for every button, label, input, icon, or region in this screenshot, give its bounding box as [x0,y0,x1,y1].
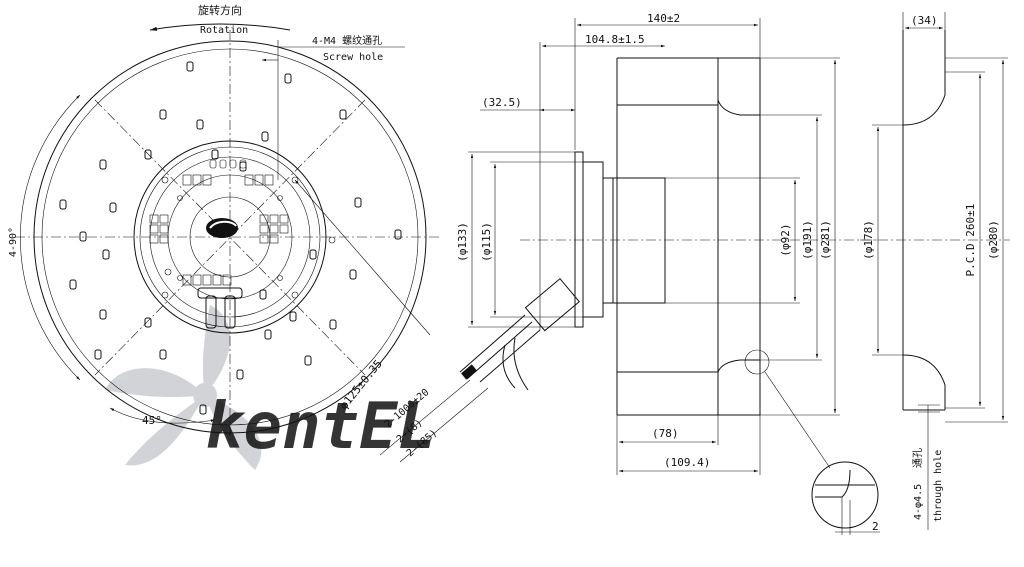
hole-label: 4-φ4.5 [913,484,924,520]
d178-label: (φ178) [862,220,875,260]
depth-104-label: 104.8±1.5 [585,33,645,46]
hole-label-en: through hole [933,450,944,522]
motor-hub [133,140,336,334]
watermark-logo: kentEL [105,305,436,470]
width-34-label: (34) [911,14,938,27]
detail-2-label: 2 [872,520,879,533]
pcd-260-label: P.C.D 260±1 [964,204,977,277]
d133-label: (φ133) [456,222,469,262]
rotation-arrow-icon [149,23,291,31]
rotation-label-en: Rotation [200,25,248,36]
d281-label: (φ281) [819,220,832,260]
angle-45-label: 45° [142,414,162,427]
rotation-label-cn: 旋转方向 [198,3,242,17]
detail-view [811,461,880,535]
d92-label: (φ92) [779,223,792,256]
screw-hole-label-cn: 4-M4 螺纹通孔 [312,34,382,47]
d115-label: (φ115) [480,222,493,262]
angle-4x90-label: 4-90° [8,227,19,257]
hole-label-cn: 通孔 [912,448,924,468]
motor-logo-icon [206,218,238,238]
screw-hole-label-en: Screw hole [323,52,383,63]
offset-32-label: (32.5) [482,96,522,109]
w109-label: (109.4) [664,456,710,469]
side-view: 140±2 104.8±1.5 (32.5) (φ133) (φ115) (φ9… [456,12,880,535]
d280-label: (φ280) [987,220,1000,260]
watermark-brand: kentEL [205,390,436,464]
inlet-view: (34) (φ178) P.C.D 260±1 (φ280) 4-φ4.5 通孔… [860,12,1010,530]
d191-label: (φ191) [801,220,814,260]
w78-label: (78) [652,427,679,440]
total-depth-label: 140±2 [647,12,680,25]
lead-wires [379,314,541,463]
